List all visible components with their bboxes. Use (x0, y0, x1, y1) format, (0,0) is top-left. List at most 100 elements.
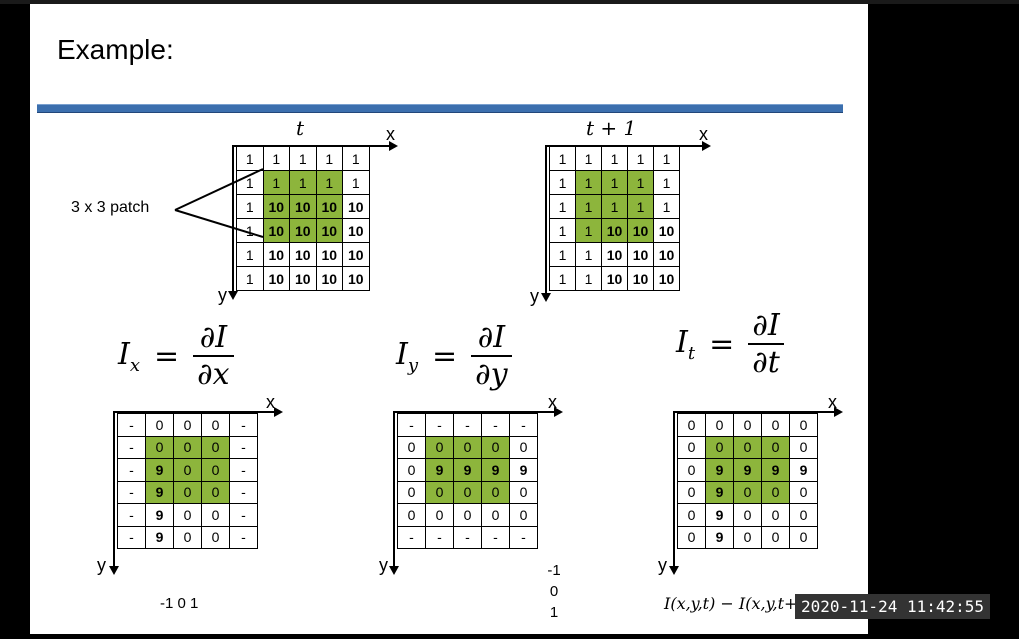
grid-cell: 0 (453, 435, 482, 459)
slide-title: Example: (57, 34, 174, 65)
window-top-bar (0, 0, 1019, 4)
grid-cell: 1 (653, 194, 680, 219)
grid-cell: 0 (509, 435, 538, 459)
grid-cell: - (481, 413, 510, 437)
grid-cell: 10 (262, 242, 290, 267)
grid-cell: 9 (453, 458, 482, 482)
equation-it: It = ∂I∂t (676, 308, 784, 380)
grid-cell: 0 (761, 435, 790, 459)
grid-cell: 1 (236, 242, 264, 267)
grid-cell: 0 (453, 480, 482, 504)
grid-cell: 0 (789, 480, 818, 504)
grid-cell: 0 (789, 503, 818, 527)
grid-cell: 0 (173, 525, 202, 549)
x-axis-arrow (554, 407, 563, 417)
grid-cell: 0 (425, 435, 454, 459)
grid-cell: 1 (262, 170, 290, 195)
grid-cell: 0 (173, 480, 202, 504)
grid-cell: 1 (342, 146, 370, 171)
x-axis (113, 411, 275, 413)
x-axis-arrow (702, 141, 711, 151)
grid-cell: - (425, 525, 454, 549)
x-axis (545, 145, 703, 147)
y-axis (545, 145, 547, 294)
grid-cell: 0 (481, 435, 510, 459)
grid-cell: 10 (342, 218, 370, 243)
grid-cell: 1 (601, 194, 628, 219)
grid-cell: 10 (289, 242, 317, 267)
grid-cell: - (397, 525, 426, 549)
x-axis-label: x (266, 392, 275, 412)
grid-cell: 1 (289, 146, 317, 171)
grid-cell: 9 (705, 480, 734, 504)
grid-cell: 9 (145, 525, 174, 549)
y-axis (393, 411, 395, 567)
y-axis-label: y (530, 286, 539, 306)
grid-cell: 9 (425, 458, 454, 482)
grid-cell: 0 (397, 435, 426, 459)
grid-cell: - (509, 525, 538, 549)
grid-cell: 0 (173, 458, 202, 482)
grid-cell: 9 (733, 458, 762, 482)
grid-row: ----- (397, 413, 538, 437)
grid-cell: 1 (289, 170, 317, 195)
grid-cell: 0 (425, 503, 454, 527)
grid-cell: 9 (705, 525, 734, 549)
grid-cell: - (229, 480, 258, 504)
grid-cell: 9 (145, 503, 174, 527)
x-axis-arrow (834, 407, 843, 417)
grid-cell: 1 (549, 146, 576, 171)
grid-cell: - (481, 525, 510, 549)
x-axis-arrow (274, 407, 283, 417)
grid-cell: 0 (705, 413, 734, 437)
grid-cell: - (117, 480, 146, 504)
grid-cell: 9 (705, 503, 734, 527)
grid-cell: 0 (761, 480, 790, 504)
grid-cell: 9 (481, 458, 510, 482)
grid-cell: - (229, 435, 258, 459)
grid-cell: 0 (733, 413, 762, 437)
grid-cell: 10 (289, 266, 317, 291)
grid-cell: 0 (173, 503, 202, 527)
grid-cell: - (117, 525, 146, 549)
grid-cell: 10 (315, 242, 343, 267)
grid-cell: 10 (601, 266, 628, 291)
grid-cell: 10 (342, 266, 370, 291)
grid-cell: - (117, 413, 146, 437)
x-axis (673, 411, 835, 413)
x-axis-label: x (828, 392, 837, 412)
grid-cell: 10 (653, 218, 680, 243)
x-axis-label: x (386, 124, 395, 144)
grid-cell: - (425, 413, 454, 437)
grid-cell: 0 (677, 458, 706, 482)
grid-cell: 9 (145, 480, 174, 504)
grid-cell: 0 (733, 525, 762, 549)
grid-cell: 1 (549, 194, 576, 219)
grid-cell: - (117, 458, 146, 482)
kernel-y-value: 0 (549, 583, 559, 600)
grid-cell: 10 (601, 218, 628, 243)
grid-cell: 0 (677, 525, 706, 549)
grid-cell: 10 (262, 266, 290, 291)
kernel-y: -1 0 1 (543, 560, 565, 623)
grid-cell: 1 (315, 170, 343, 195)
grid-cell: 0 (481, 480, 510, 504)
temporal-difference-formula: I(x,y,t) − I(x,y,t+1) (664, 594, 814, 613)
grid-cell: - (229, 458, 258, 482)
grid-cell: 1 (549, 266, 576, 291)
grid-cell: 1 (601, 170, 628, 195)
grid-cell: 0 (789, 435, 818, 459)
grid-cell: 0 (789, 525, 818, 549)
y-axis-arrow (389, 566, 399, 575)
